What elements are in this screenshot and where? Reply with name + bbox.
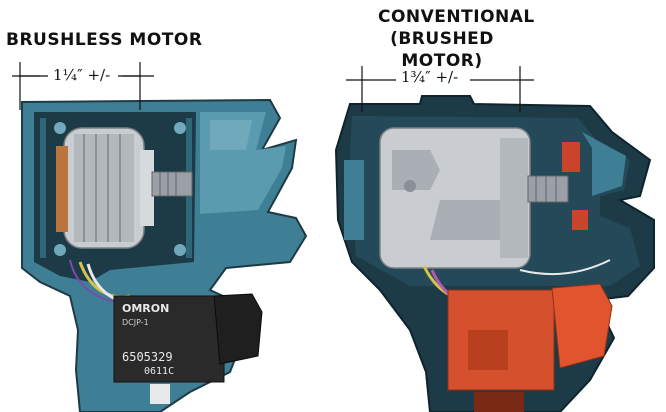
conventional-title-line1: CONVENTIONAL bbox=[378, 7, 535, 27]
brushless-dimension-guide bbox=[12, 62, 154, 110]
brushless-trigger-switch bbox=[113, 293, 263, 404]
brushed-trigger-switch bbox=[447, 283, 613, 412]
brushless-drill bbox=[21, 98, 308, 412]
switch-part-number: 6505329 bbox=[122, 350, 173, 364]
brushed-motor bbox=[379, 127, 569, 269]
brushless-dimension-label: 1¼″ +/- bbox=[50, 66, 114, 84]
brushed-drill bbox=[334, 95, 655, 412]
brushless-motor bbox=[56, 127, 193, 249]
switch-brand-label: OMRON bbox=[122, 302, 170, 315]
conventional-title-line2: (BRUSHED MOTOR) bbox=[390, 29, 494, 71]
brushed-dimension-label: 1¾″ +/- bbox=[398, 68, 462, 86]
switch-model-label: DCJP-1 bbox=[122, 318, 149, 327]
brushless-title: BRUSHLESS MOTOR bbox=[6, 30, 203, 50]
switch-code: 0611C bbox=[144, 366, 175, 377]
conventional-title: CONVENTIONAL (BRUSHED MOTOR) bbox=[378, 6, 535, 72]
brushed-dimension-guide bbox=[346, 66, 534, 112]
